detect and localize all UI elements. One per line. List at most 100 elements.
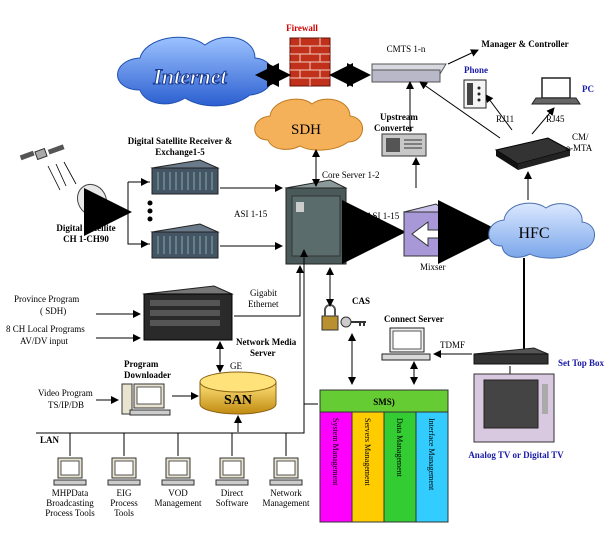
lan-terminal-computer-icon [53, 457, 87, 486]
lan-terminal-label: MHPData [52, 488, 89, 498]
sms-column-label: Interface Management [427, 418, 436, 491]
satellite-icon [19, 144, 65, 161]
sms-column [383, 411, 417, 523]
firewall-icon [289, 37, 331, 87]
line-phone-modem [485, 94, 513, 131]
cmts-device [371, 63, 447, 83]
hfc-cloud: HFC [488, 202, 595, 259]
sms-column-label: Data Management [395, 418, 404, 478]
lan-terminal-label: Broadcasting [46, 498, 94, 508]
video-label-2: TS/IP/DB [48, 400, 84, 410]
upstream-label-1: Upstream [380, 112, 418, 122]
sms-label: SMS) [373, 397, 395, 407]
downloader-label-2: Downloader [124, 370, 171, 380]
ge-label: GE [230, 361, 242, 371]
lan-terminal-label: Management [263, 498, 310, 508]
internet-cloud: Internet [117, 36, 274, 107]
nms-label-1: Network Media [236, 337, 297, 347]
lan-terminal-computer-icon [161, 457, 195, 486]
video-label-1: Video Program [38, 388, 93, 398]
ds-label-1: Digital Satellite [56, 223, 115, 233]
lan-terminal-label: Management [155, 498, 202, 508]
lan-terminal-computer-icon [215, 457, 249, 486]
arrow-cmts-manager [447, 49, 479, 65]
lan-terminal-label: Direct [221, 488, 244, 498]
lan-terminal-label: Network [270, 488, 302, 498]
lan-terminal-computer-icon [107, 457, 141, 486]
cable-modem-icon [494, 137, 572, 170]
rj11-label: RJ11 [496, 114, 514, 124]
upstream-converter-icon [381, 133, 427, 157]
ds-label-2: CH 1-CH90 [63, 234, 109, 244]
internet-label: Internet [152, 64, 227, 89]
arrow-nms-core [234, 265, 304, 317]
laptop-icon [531, 77, 581, 105]
nms-label-2: Server [250, 348, 275, 358]
core-server-icon [284, 179, 348, 265]
lan-terminal-label: Tools [114, 508, 134, 518]
lan-terminal-label: Process [110, 498, 138, 508]
lan-terminal-computer-icon [269, 457, 303, 486]
analog-tv-label: Analog TV or Digital TV [468, 450, 564, 460]
connect-server-icon [381, 327, 431, 361]
cm-label: CM/ [572, 132, 589, 142]
core-server-label: Core Server 1-2 [322, 170, 379, 180]
manager-label: Manager & Controller [481, 39, 568, 49]
mixser-label: Mixser [420, 262, 446, 272]
province-label-2: ( SDH) [40, 306, 66, 316]
set-top-box-label: Set Top Box [558, 358, 605, 368]
mixser-icon [402, 203, 452, 257]
province-label-1: Province Program [14, 294, 79, 304]
lan-terminal-label: Process Tools [45, 508, 95, 518]
lan-terminal-label: EIG [117, 488, 132, 498]
dsr-label-1: Digital Satellite Receiver & [128, 136, 233, 146]
satellite-receiver-1 [150, 159, 220, 195]
hfc-label: HFC [518, 225, 549, 242]
local-label-1: 8 CH Local Programs [6, 324, 85, 334]
downloader-label-1: Program [124, 359, 159, 369]
key-lock-icon [321, 304, 366, 331]
pc-label: PC [582, 84, 594, 94]
sms-block: SMS) System Management Servers Management… [319, 389, 449, 523]
network-media-server-icon [142, 285, 234, 341]
connect-server-label: Connect Server [384, 314, 444, 324]
cas-label: CAS [352, 296, 370, 306]
local-label-2: AV/DV input [20, 336, 68, 346]
dsr-label-2: Exchange1-5 [155, 147, 205, 157]
firewall-label: Firewall [286, 23, 318, 33]
san-storage: SAN [199, 371, 277, 415]
lan-label: LAN [40, 435, 60, 445]
phone-icon [463, 79, 487, 109]
emta-label: e-MTA [566, 143, 593, 153]
tv-icon [473, 373, 555, 443]
san-label: SAN [224, 393, 252, 408]
sms-column [319, 411, 353, 523]
line-pc-modem [531, 107, 555, 135]
line-receivers-bus [127, 181, 150, 245]
asi-left-label: ASI 1-15 [234, 209, 268, 219]
sdh-cloud: SDH [254, 98, 363, 151]
upstream-label-2: Converter [374, 123, 413, 133]
signal-lines [47, 161, 77, 191]
ellipsis-dots [147, 200, 153, 222]
gigabit-label-2: Ethernet [248, 299, 279, 309]
phone-label: Phone [464, 65, 488, 75]
gigabit-label-1: Gigabit [250, 288, 277, 298]
downloader-computer-icon [121, 383, 171, 416]
lan-bus [36, 250, 305, 434]
lan-terminal-label: Software [216, 498, 249, 508]
sms-column [415, 411, 449, 523]
rj45-label: RJ45 [546, 114, 565, 124]
sms-column-label: System Management [331, 418, 340, 486]
sdh-label: SDH [291, 122, 321, 138]
tdmf-label: TDMF [440, 340, 465, 350]
asi-right-label: ASI 1-15 [366, 211, 400, 221]
satellite-receiver-2 [150, 223, 220, 259]
arrow-modem-cmts [419, 81, 501, 139]
set-top-box-icon [473, 347, 549, 365]
cmts-label: CMTS 1-n [387, 44, 426, 54]
lan-terminal-label: VOD [168, 488, 188, 498]
sms-column-label: Servers Management [363, 418, 372, 487]
